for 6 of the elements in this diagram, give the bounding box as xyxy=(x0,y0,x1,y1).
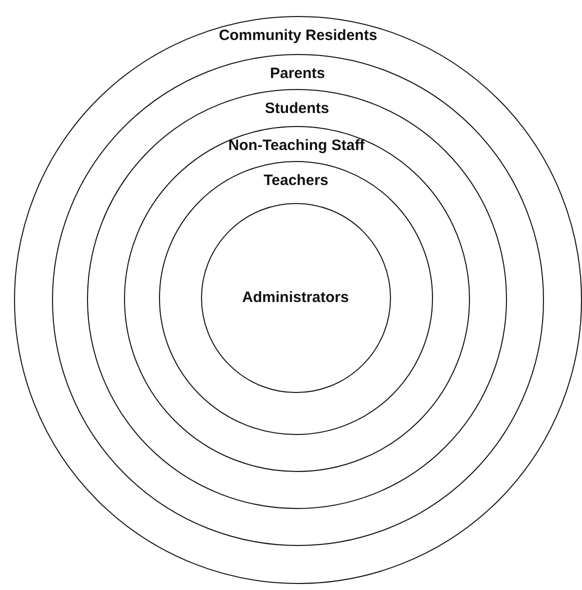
ring-label: Non-Teaching Staff xyxy=(228,136,365,154)
ring-label: Community Residents xyxy=(218,27,378,44)
ring-label: Teachers xyxy=(264,172,328,189)
center-label: Administrators xyxy=(242,288,349,306)
ring-label: Students xyxy=(264,100,330,117)
ring-label: Parents xyxy=(270,64,326,82)
